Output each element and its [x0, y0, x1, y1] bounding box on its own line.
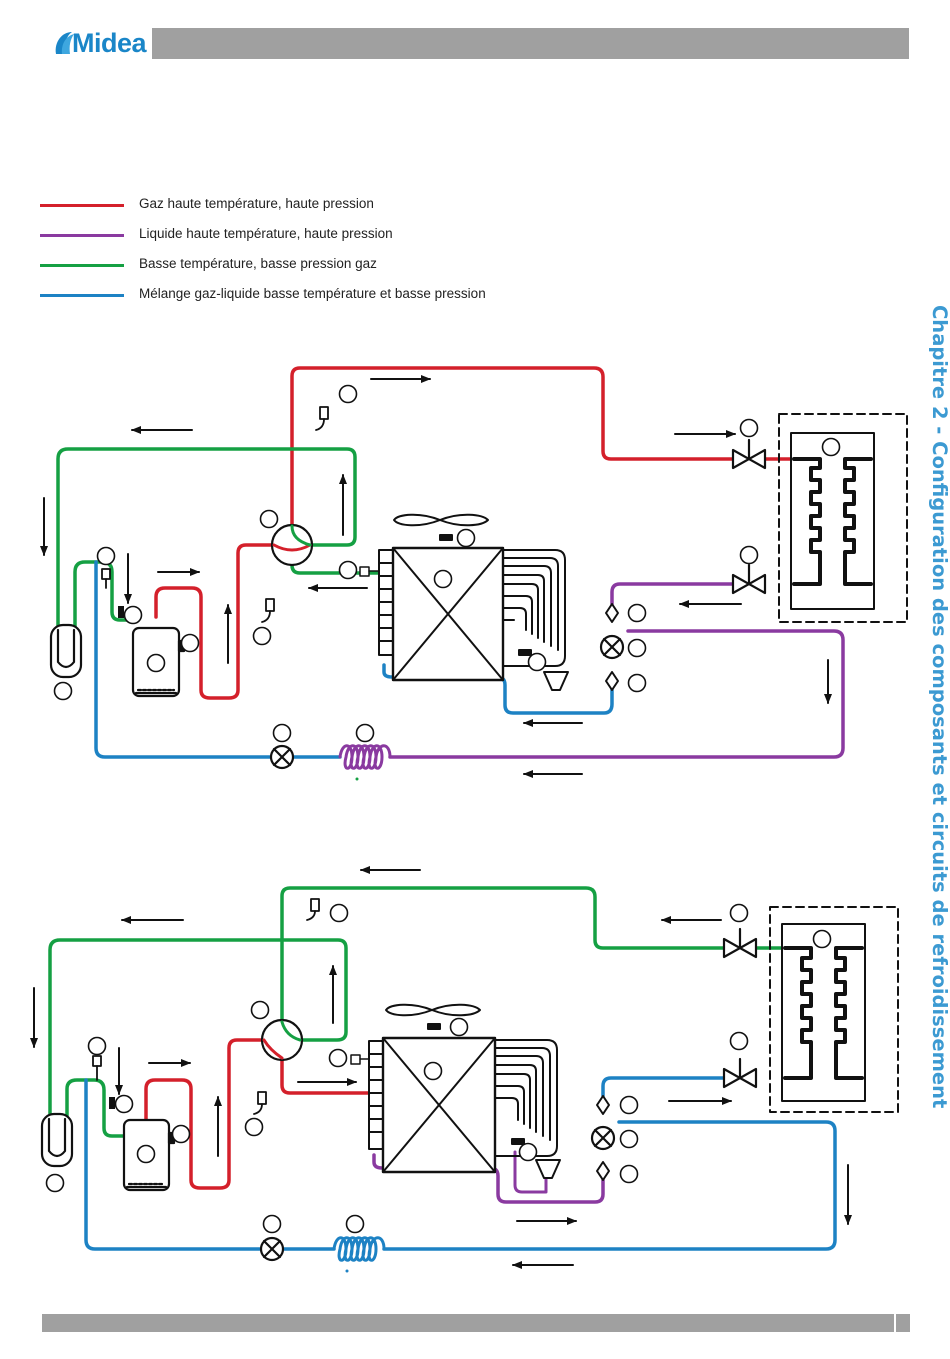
accumulator-icon — [51, 625, 81, 677]
accumulator-icon — [42, 1114, 72, 1166]
cooling-mode-diagram — [44, 368, 907, 781]
four-way-valve-icon — [262, 1020, 302, 1060]
sensor-box — [351, 1055, 360, 1064]
stop-valve-icon — [724, 929, 756, 1087]
indoor-unit — [779, 414, 907, 622]
indoor-unit — [770, 907, 898, 1112]
capillary-coil-icon — [340, 746, 390, 769]
pipe-hot-gas-outdoor — [292, 368, 733, 526]
sensor-block — [109, 1097, 115, 1109]
sensor-box — [360, 567, 369, 576]
pipe-mixture-return — [96, 562, 270, 757]
pipe-mixture-indoor — [603, 1078, 724, 1096]
filter-icon — [512, 1139, 560, 1178]
four-way-valve-icon — [272, 525, 312, 565]
stop-valve-icon — [733, 440, 765, 593]
capillary-coil-icon — [334, 1238, 384, 1261]
pipe-low-gas-outdoor — [282, 888, 724, 1022]
pipe-liquid-indoor — [612, 584, 733, 604]
pressure-switch-icon — [102, 407, 328, 622]
sensor-block — [118, 606, 124, 618]
pressure-switch-icon — [93, 899, 319, 1114]
heating-mode-diagram — [34, 870, 898, 1273]
